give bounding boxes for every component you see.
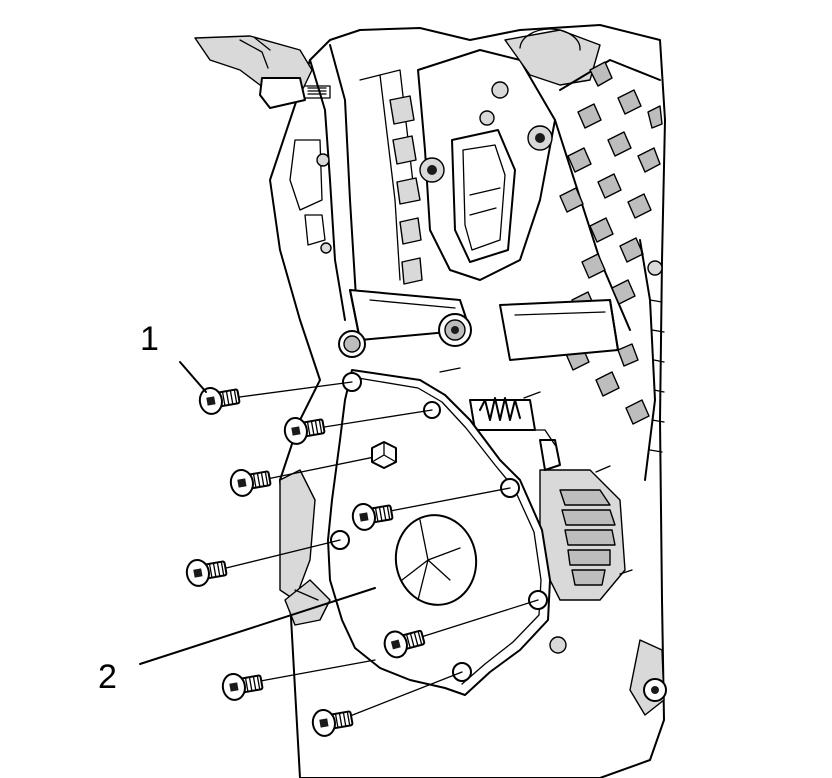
callout-number-1: 1 <box>140 320 159 358</box>
callout-1-leader <box>179 361 207 393</box>
sprocket-teeth <box>559 489 616 586</box>
callout-number-2: 2 <box>98 658 117 696</box>
bolt <box>383 629 426 659</box>
bolt <box>229 469 272 497</box>
bolt <box>185 559 228 587</box>
hex-nut <box>371 441 397 469</box>
bolt <box>283 417 326 445</box>
callout-2-leader <box>139 587 376 665</box>
bolt <box>351 503 394 531</box>
bolt <box>221 673 264 701</box>
bolt <box>198 387 241 415</box>
bolt-lead-lines <box>217 367 633 719</box>
lattice-windows <box>559 61 663 425</box>
bolt <box>311 709 354 737</box>
